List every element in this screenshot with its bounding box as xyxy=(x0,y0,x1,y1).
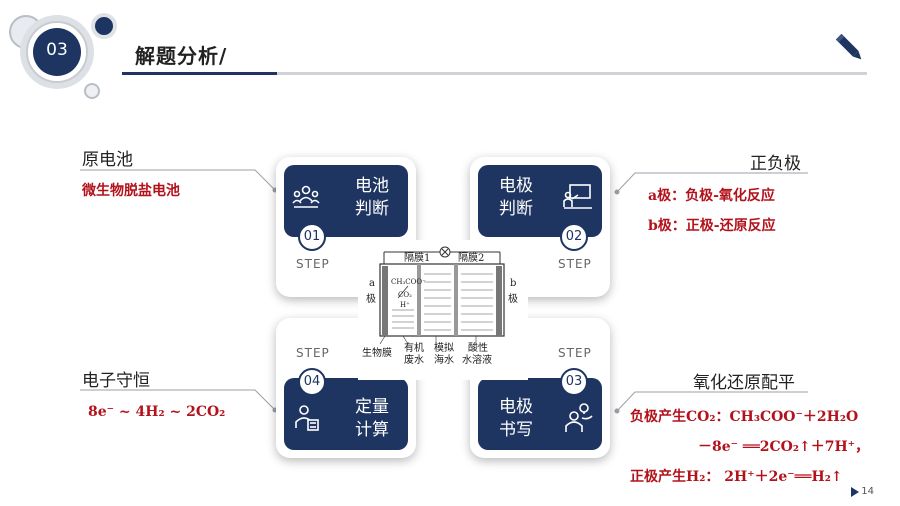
pen-icon xyxy=(835,33,862,60)
heading-electrodes: 正负极 xyxy=(750,154,801,174)
card-2-number: 02 xyxy=(560,223,588,251)
redox-line-3: 正极产生H₂： 2H⁺＋2e⁻══H₂↑ xyxy=(630,469,843,485)
card-1-number: 01 xyxy=(298,223,326,251)
card-1-step: STEP xyxy=(296,257,330,271)
electrode-a-suffix: 极 xyxy=(366,294,376,305)
card-2-label-line2: 判断 xyxy=(499,199,533,219)
galvanic-cell-text: 微生物脱盐电池 xyxy=(82,183,180,199)
species-acetate: CH₃COO⁻ xyxy=(391,278,426,286)
card-3-label-line2: 计算 xyxy=(355,420,389,440)
presentation-icon xyxy=(563,184,592,209)
label-wastewater: 废水 xyxy=(404,355,424,366)
card-2-step: STEP xyxy=(558,257,592,271)
page-number: 14 xyxy=(861,486,874,497)
electrode-b-suffix: 极 xyxy=(508,294,518,305)
electrolysis-cell-diagram: 隔膜1 隔膜2 a 极 b 极 CH₃COO⁻ CO₂ H⁺ 生物膜 有机 废水… xyxy=(358,240,528,380)
membrane-1-label: 隔膜1 xyxy=(404,253,431,264)
redox-line-2: －8e⁻ ══2CO₂↑＋7H⁺， xyxy=(698,439,870,455)
header-divider xyxy=(122,72,867,75)
electrode-a-label: a xyxy=(369,278,375,289)
person-idea-icon xyxy=(565,403,593,432)
species-co2: CO₂ xyxy=(398,291,412,299)
card-3-number: 04 xyxy=(298,368,326,396)
redox-line-1: 负极产生CO₂：CH₃COO⁻＋2H₂O xyxy=(630,409,859,425)
heading-redox-balance: 氧化还原配平 xyxy=(693,373,795,393)
card-3-label-line1: 定量 xyxy=(355,397,389,417)
species-h-plus: H⁺ xyxy=(400,301,410,309)
electrode-b-text: b极：正极-还原反应 xyxy=(648,218,776,234)
electrode-b-label: b xyxy=(510,278,517,289)
page-title: 解题分析/ xyxy=(135,44,228,68)
people-group-icon xyxy=(292,185,320,208)
label-simulated: 模拟 xyxy=(434,343,454,354)
person-calculator-icon xyxy=(295,405,319,431)
header-circles-decoration xyxy=(9,13,117,99)
label-organic: 有机 xyxy=(404,343,424,354)
membrane-2-label: 隔膜2 xyxy=(458,253,485,264)
heading-galvanic-cell: 原电池 xyxy=(82,150,133,170)
label-biofilm: 生物膜 xyxy=(362,348,392,359)
page-arrow-icon xyxy=(851,487,859,497)
electron-conservation-equation: 8e⁻ ~ 4H₂ ~ 2CO₂ xyxy=(88,404,226,420)
cell-drawing xyxy=(358,240,528,380)
card-1-label-line1: 电池 xyxy=(355,176,389,196)
card-quantitative-calc: STEP 04 定量 计算 xyxy=(276,318,416,458)
label-aqueous: 水溶液 xyxy=(462,355,492,366)
card-4-number: 03 xyxy=(560,368,588,396)
card-4-step: STEP xyxy=(558,346,592,360)
label-acidic: 酸性 xyxy=(468,343,488,354)
card-3-step: STEP xyxy=(296,346,330,360)
label-seawater: 海水 xyxy=(434,355,454,366)
heading-electron-conservation: 电子守恒 xyxy=(82,371,150,391)
card-4-label-line2: 书写 xyxy=(499,420,533,440)
section-number: 03 xyxy=(46,40,68,60)
card-1-label-line2: 判断 xyxy=(355,199,389,219)
card-2-label-line1: 电极 xyxy=(499,176,533,196)
header-divider-accent xyxy=(122,72,277,75)
card-4-label-line1: 电极 xyxy=(499,397,533,417)
electrode-a-text: a极：负极-氧化反应 xyxy=(648,188,775,204)
